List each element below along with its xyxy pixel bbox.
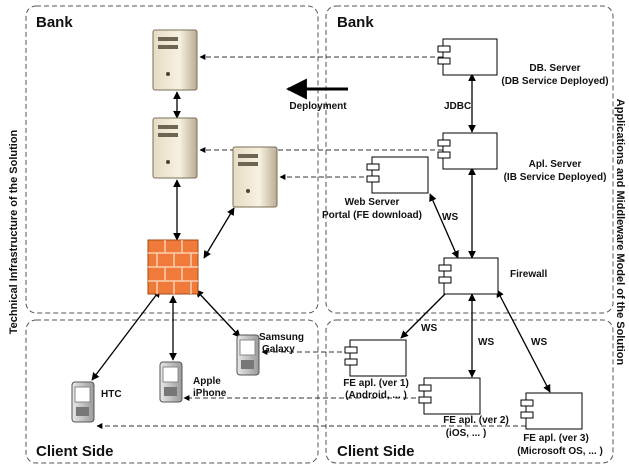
ws-fe1-label: WS: [421, 323, 437, 334]
bank-region-right: [325, 5, 614, 314]
fe2-label-1: FE apl. (ver 2): [443, 415, 509, 426]
apple-label-2: iPhone: [193, 388, 227, 399]
web-server-icon: [232, 146, 278, 208]
right-side-label: Applications and Middleware Model of the…: [614, 99, 626, 366]
fe3-label-2: (Microsoft OS, ... ): [517, 446, 603, 457]
left-client-title: Client Side: [36, 443, 114, 460]
htc-phone-icon: [71, 381, 95, 423]
bank-region-left: [25, 5, 319, 314]
fe3-component-icon: [520, 392, 583, 430]
fe1-label-1: FE apl. (ver 1): [343, 378, 409, 389]
db-server-label-2: (DB Service Deployed): [501, 76, 608, 87]
fe2-label-2: (iOS, ... ): [446, 428, 487, 439]
firewall-icon: [147, 239, 199, 295]
apl-server-component-icon: [437, 132, 498, 170]
firewall-label: Firewall: [510, 269, 547, 280]
htc-label: HTC: [101, 389, 122, 400]
left-bank-title: Bank: [36, 14, 73, 31]
infrastructure-connections: [91, 91, 241, 381]
ws-fe2-label: WS: [478, 337, 494, 348]
apple-phone-icon: [159, 361, 183, 403]
apl-server-label-2: (IB Service Deployed): [504, 172, 607, 183]
deployment-label: Deployment: [289, 101, 347, 112]
samsung-label-2: Galaxy: [262, 344, 295, 355]
jdbc-label: JDBC: [444, 101, 471, 112]
client-region-right: [325, 319, 614, 464]
apple-label-1: Apple: [193, 376, 221, 387]
ws-web-label: WS: [442, 212, 458, 223]
fe1-label-2: (Android, ... ): [345, 390, 407, 401]
firewall-component-icon: [438, 257, 499, 295]
apl-server-label-1: Apl. Server: [529, 159, 582, 170]
fe3-label-1: FE apl. (ver 3): [523, 433, 589, 444]
right-bank-title: Bank: [337, 14, 374, 31]
samsung-label-1: Samsung: [259, 332, 304, 343]
db-server-component-icon: [437, 38, 498, 76]
db-server-label-1: DB. Server: [529, 63, 580, 74]
web-server-label-2: Portal (FE download): [322, 210, 422, 221]
fe2-component-icon: [418, 377, 481, 415]
samsung-phone-icon: [236, 334, 260, 376]
app-server-icon: [152, 117, 198, 179]
web-server-label-1: Web Server: [345, 197, 400, 208]
db-server-icon: [152, 29, 198, 91]
left-side-label: Technical Infrastructure of the Solution: [8, 129, 20, 334]
middleware-connections: [400, 73, 551, 393]
fe1-component-icon: [344, 339, 407, 377]
ws-fe3-label: WS: [531, 337, 547, 348]
right-client-title: Client Side: [337, 443, 415, 460]
web-server-component-icon: [366, 156, 429, 194]
